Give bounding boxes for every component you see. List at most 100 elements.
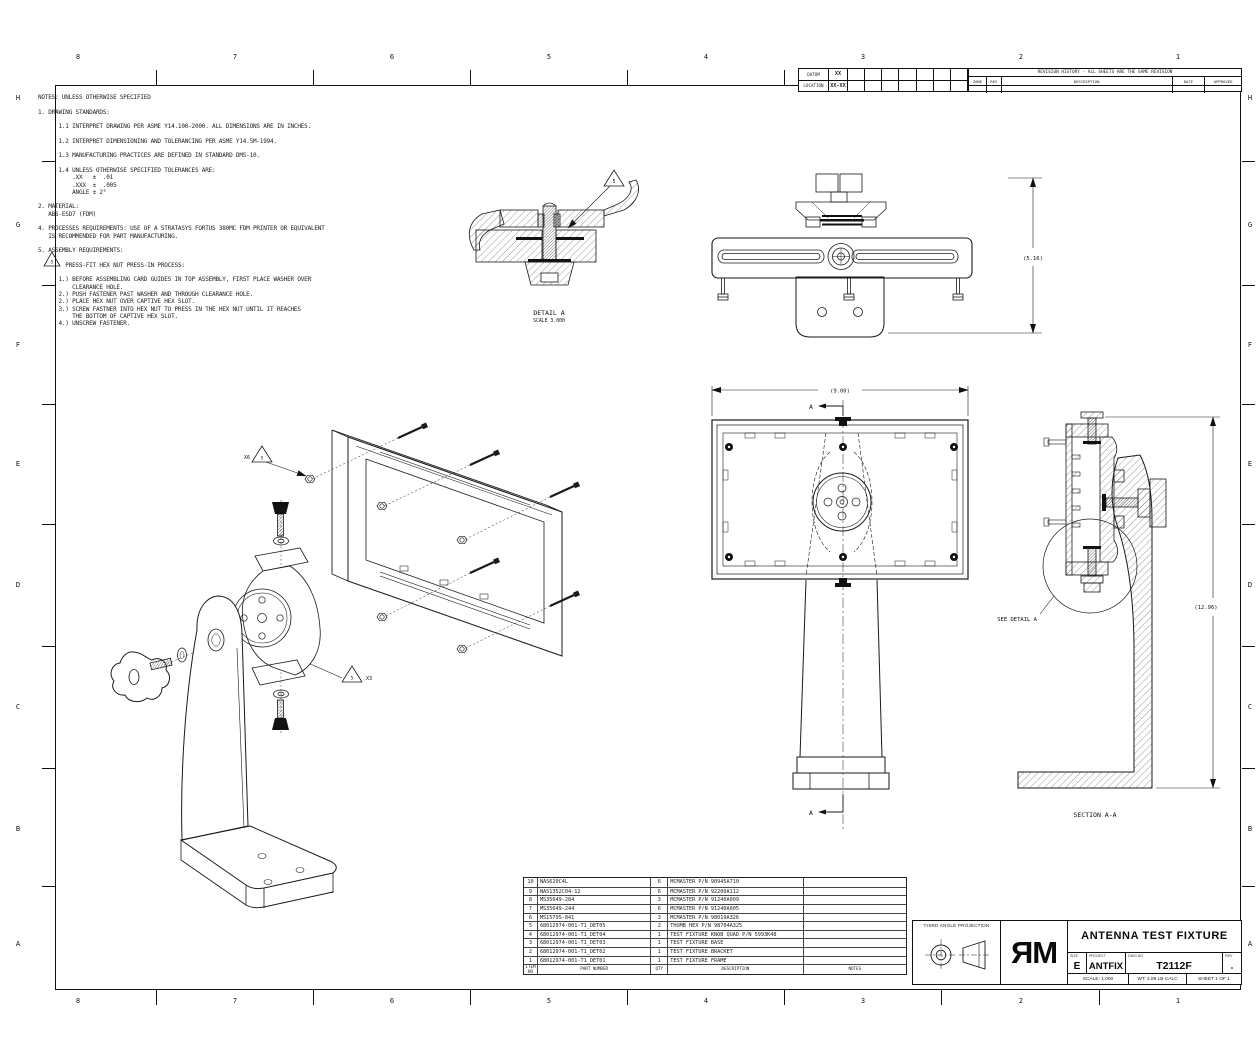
svg-text:DETAIL A: DETAIL A	[533, 309, 564, 317]
zone-tick	[1242, 646, 1255, 647]
parts-list-cell: 6	[651, 878, 669, 887]
parts-list-cell: 1	[524, 955, 538, 965]
zone-label: 5	[546, 997, 552, 1005]
parts-list-cell: 6	[651, 886, 669, 896]
parts-list-cell: 68012974-001-T1_DET05	[537, 921, 652, 930]
parts-list-cell: MCMASTER P/N 91240A005	[668, 903, 804, 913]
svg-text:5: 5	[612, 179, 615, 185]
zone-label: 4	[703, 997, 709, 1005]
parts-list-header-cell: DESCRIPTION	[668, 964, 804, 974]
projection-label: THIRD ANGLE PROJECTION	[923, 923, 990, 928]
zone-tick	[42, 285, 55, 286]
frame-screws	[397, 422, 581, 607]
assembly-leader-lines	[311, 437, 551, 650]
zone-label: F	[1247, 341, 1253, 349]
zone-tick	[784, 990, 785, 1005]
parts-list-cell: THUMB HEX P/N 98704A325	[668, 921, 804, 930]
section-aa-view: SEE DETAIL A (12.96) SECTION A-A	[997, 411, 1220, 819]
parts-list-cell: 3	[651, 912, 669, 922]
parts-list-cell: 8	[524, 895, 538, 904]
zone-tick	[470, 70, 471, 85]
parts-list-cell: 2	[524, 947, 538, 956]
svg-text:(5.16): (5.16)	[1023, 256, 1043, 262]
exploded-view: 5 X6 5 X3	[110, 422, 581, 909]
zone-label: 7	[232, 997, 238, 1005]
parts-list-cell: 1	[651, 955, 669, 965]
detail-a-view: 5 DETAIL A SCALE 3.000	[468, 169, 639, 324]
zone-tick	[1242, 404, 1255, 405]
zone-tick	[784, 70, 785, 85]
parts-list-cell: MCMASTER P/N 98019A326	[668, 912, 804, 922]
zone-label: 1	[1175, 53, 1181, 61]
parts-list-cell: 3	[651, 895, 669, 904]
zone-label: 1	[1175, 997, 1181, 1005]
zone-label: C	[1247, 703, 1253, 711]
svg-text:(12.96): (12.96)	[1194, 605, 1217, 611]
parts-list-cell: MS15795-841	[537, 912, 652, 922]
parts-list-cell: 1	[651, 947, 669, 956]
parts-list-cell: 4	[524, 929, 538, 939]
datum-value: XX	[829, 69, 848, 80]
zone-tick	[313, 990, 314, 1005]
parts-list-cell: NAS620C4L	[538, 878, 652, 887]
zone-label: E	[1247, 460, 1253, 468]
zone-label: 7	[232, 53, 238, 61]
zone-tick	[1242, 768, 1255, 769]
weight-cell: WT: 2.89 LB CALC	[1129, 974, 1187, 984]
zone-label: F	[15, 341, 21, 349]
zone-label: E	[15, 460, 21, 468]
parts-list-header-cell: PART NUMBER	[537, 964, 652, 974]
datum-block: DATUM XX LOCATION XX-XX	[798, 68, 968, 92]
parts-list-cell	[803, 955, 907, 965]
revision-history-title: REVISION HISTORY - ALL SHEETS ARE THE SA…	[969, 69, 1241, 77]
project-cell: PROJECT ANTFIX	[1087, 952, 1126, 974]
zone-tick	[627, 990, 628, 1005]
zone-tick	[42, 404, 55, 405]
parts-list-cell: 68012974-001-T1_DET02	[537, 947, 652, 956]
zone-tick	[627, 70, 628, 85]
zone-label: 2	[1018, 997, 1024, 1005]
zone-label: 4	[703, 53, 709, 61]
projection-box: THIRD ANGLE PROJECTION	[913, 921, 1001, 984]
svg-text:X3: X3	[366, 676, 372, 682]
parts-list-cell	[803, 947, 907, 956]
parts-list-cell: 3	[524, 938, 538, 948]
drawing-title: ANTENNA TEST FIXTURE	[1068, 921, 1241, 953]
parts-list-header-cell: ITEM NO	[524, 964, 538, 974]
parts-list-cell: TEST FIXTURE FRAME	[668, 955, 804, 965]
top-view: (5.16)	[711, 173, 1043, 338]
zone-label: B	[15, 825, 21, 833]
zone-label: D	[1247, 581, 1253, 589]
parts-list-cell: 10	[524, 878, 538, 887]
zone-label: 6	[389, 53, 395, 61]
title-block: THIRD ANGLE PROJECTION ЯM ANTENNA TEST F…	[912, 920, 1242, 985]
zone-tick	[1242, 524, 1255, 525]
parts-list-header-cell: QTY	[651, 964, 669, 974]
parts-list-cell: 68012974-001-T1_DET03	[537, 938, 652, 948]
zone-label: B	[1247, 825, 1253, 833]
scale-cell: SCALE: 1.000	[1068, 974, 1129, 984]
zone-label: 5	[546, 53, 552, 61]
parts-list-cell	[803, 895, 907, 904]
zone-tick	[1242, 886, 1255, 887]
svg-text:A: A	[809, 809, 813, 817]
zone-label: A	[1247, 940, 1253, 948]
zone-tick	[156, 990, 157, 1005]
svg-text:SECTION A-A: SECTION A-A	[1073, 811, 1116, 819]
parts-list-cell: MS35649-284	[537, 895, 652, 904]
zone-tick	[42, 646, 55, 647]
svg-text:5: 5	[261, 456, 264, 462]
company-logo: ЯM	[1001, 921, 1068, 984]
zone-tick	[1242, 285, 1255, 286]
zone-tick	[1242, 161, 1255, 162]
zone-label: 6	[389, 997, 395, 1005]
parts-list-cell: MS35649-244	[537, 903, 652, 913]
